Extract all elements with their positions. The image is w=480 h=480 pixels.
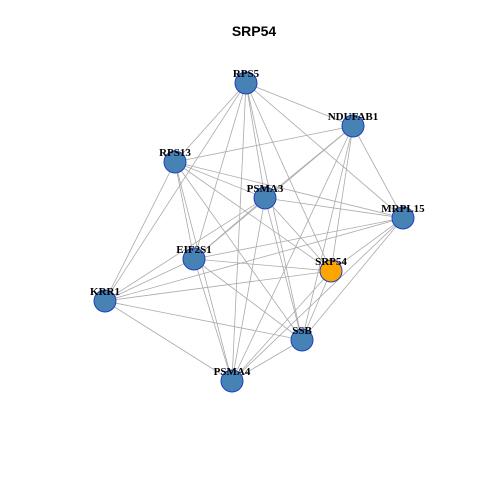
edge-psma3-psma4: [231, 197, 266, 382]
node-label: PSMA3: [247, 183, 284, 195]
node-psma4[interactable]: PSMA4: [214, 366, 251, 393]
edge-eif2s1-srp54: [193, 258, 332, 272]
node-srp54[interactable]: SRP54: [315, 256, 347, 283]
node-circle[interactable]: [319, 259, 343, 283]
edge-rps5-mrpl15: [245, 82, 404, 219]
node-circle[interactable]: [93, 289, 117, 313]
edge-srp54-psma4: [231, 270, 332, 382]
edge-rps13-krr1: [104, 161, 176, 302]
edge-eif2s1-krr1: [104, 258, 195, 302]
edge-mrpl15-eif2s1: [193, 217, 404, 260]
edge-rps13-eif2s1: [174, 161, 195, 260]
node-label: NDUFAB1: [328, 111, 379, 123]
edge-eif2s1-psma4: [193, 258, 233, 382]
node-rps13[interactable]: RPS13: [159, 147, 191, 174]
node-label: RPS13: [159, 147, 191, 159]
node-circle[interactable]: [341, 114, 365, 138]
node-eif2s1[interactable]: EIF2S1: [176, 244, 212, 271]
node-label: SRP54: [315, 256, 347, 268]
node-circle[interactable]: [220, 369, 244, 393]
node-circle[interactable]: [290, 328, 314, 352]
node-ndufab1[interactable]: NDUFAB1: [328, 111, 379, 138]
edge-krr1-ssb: [104, 300, 303, 341]
edge-ssb-psma4: [231, 339, 303, 382]
edge-ndufab1-rps13: [174, 125, 354, 163]
edge-eif2s1-ssb: [193, 258, 303, 341]
node-label: KRR1: [90, 286, 120, 298]
edge-mrpl15-krr1: [104, 217, 404, 302]
node-label: EIF2S1: [176, 244, 211, 256]
node-ssb[interactable]: SSB: [290, 325, 314, 352]
node-label: MRPL15: [381, 203, 425, 215]
node-label: PSMA4: [214, 366, 251, 378]
edge-psma3-ssb: [264, 197, 303, 341]
edge-rps5-eif2s1: [193, 82, 247, 260]
edge-ndufab1-mrpl15: [352, 125, 404, 219]
node-circle[interactable]: [234, 71, 258, 95]
edge-psma3-mrpl15: [264, 197, 404, 219]
edge-psma3-srp54: [264, 197, 332, 272]
edge-mrpl15-srp54: [330, 217, 404, 272]
edge-mrpl15-ssb: [301, 217, 404, 341]
edge-rps13-srp54: [174, 161, 332, 272]
node-krr1[interactable]: KRR1: [90, 286, 120, 313]
edge-rps5-ssb: [245, 82, 303, 341]
node-label: RPS5: [233, 68, 260, 80]
node-rps5[interactable]: RPS5: [233, 68, 260, 95]
node-circle[interactable]: [182, 247, 206, 271]
node-mrpl15[interactable]: MRPL15: [381, 203, 425, 230]
edge-rps5-psma4: [231, 82, 247, 382]
edge-mrpl15-psma4: [231, 217, 404, 382]
edge-rps5-krr1: [104, 82, 247, 302]
diagram-title: SRP54: [232, 23, 277, 39]
edge-ndufab1-psma4: [231, 125, 354, 382]
edge-rps13-psma4: [174, 161, 233, 382]
edge-srp54-krr1: [104, 270, 332, 302]
edge-rps13-psma3: [174, 161, 266, 199]
edge-psma3-eif2s1: [193, 197, 266, 260]
edge-ndufab1-srp54: [330, 125, 354, 272]
node-circle[interactable]: [391, 206, 415, 230]
node-circle[interactable]: [253, 186, 277, 210]
edge-srp54-ssb: [301, 270, 332, 341]
edge-psma3-krr1: [104, 197, 266, 302]
edge-rps5-rps13: [174, 82, 247, 163]
edge-rps5-srp54: [245, 82, 332, 272]
edge-rps5-ndufab1: [245, 82, 354, 127]
edge-rps13-mrpl15: [174, 161, 404, 219]
node-circle[interactable]: [163, 150, 187, 174]
edge-krr1-psma4: [104, 300, 233, 382]
nodes-layer: RPS5NDUFAB1RPS13PSMA3MRPL15EIF2S1SRP54KR…: [90, 68, 425, 393]
edge-rps5-psma3: [245, 82, 266, 199]
node-psma3[interactable]: PSMA3: [247, 183, 284, 210]
edge-rps13-ssb: [174, 161, 303, 341]
node-label: SSB: [292, 325, 312, 337]
